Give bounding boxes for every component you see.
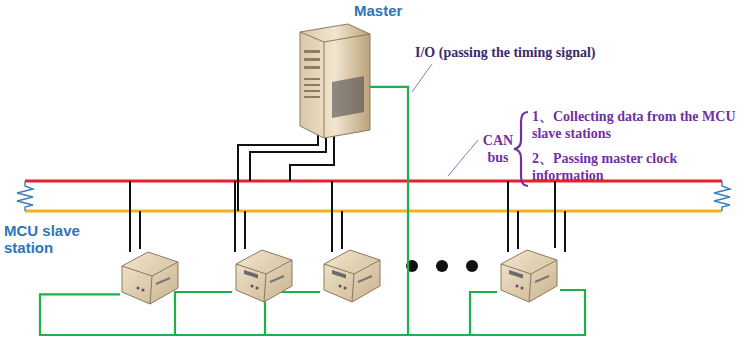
annotation-label: CAN bus [478, 132, 518, 166]
brace [514, 112, 528, 186]
annotation-label: I/O (passing the timing signal) [415, 44, 595, 61]
node-label: MCU slave station [4, 222, 88, 256]
annotation-label: 1、Collecting data from the MCU slave sta… [532, 108, 737, 142]
mcu-slave-icon [501, 250, 557, 302]
leader-line [448, 140, 478, 176]
node-label: Master [354, 2, 402, 19]
terminating-resistor [17, 181, 33, 211]
annotation-label: 2、Passing master clock information [532, 150, 722, 184]
ellipsis-dots [406, 260, 478, 272]
mcu-slave-icon [236, 250, 292, 302]
leader-line [412, 64, 432, 92]
mcu-slave-icon [118, 248, 180, 306]
mcu-slave-icon [324, 250, 380, 302]
can-drop-wire [130, 120, 565, 252]
slave-node: MCU slave station [4, 218, 180, 306]
server-icon [296, 22, 374, 140]
master-node: Master [296, 0, 408, 142]
terminating-resistor [714, 181, 730, 211]
